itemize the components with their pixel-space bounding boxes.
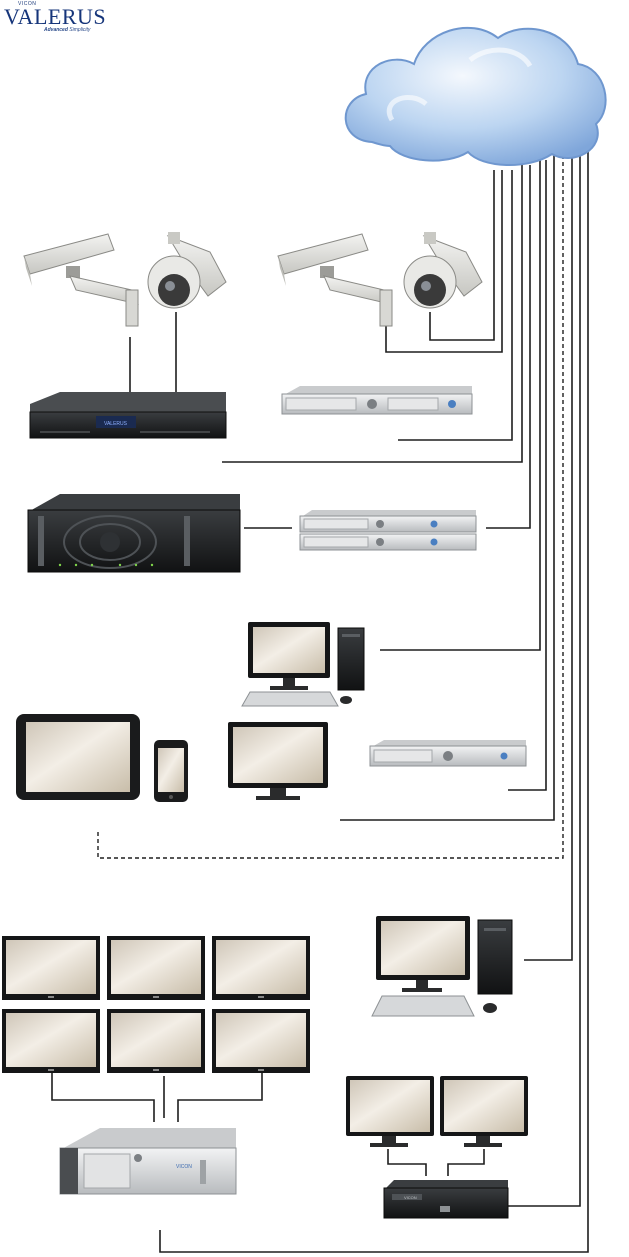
tablet-icon xyxy=(16,714,140,800)
wall-monitor-2 xyxy=(107,936,205,1000)
cloud-icon xyxy=(346,28,606,165)
wall-monitor-1 xyxy=(2,936,100,1000)
ptz-camera-2-icon xyxy=(404,232,482,308)
wall-monitor-4 xyxy=(2,1009,100,1073)
server-pair-icon xyxy=(300,510,476,550)
wall-monitor-3 xyxy=(212,936,310,1000)
link-cloud-decoder-box xyxy=(508,150,580,1206)
link-monitor-a-decoder xyxy=(388,1149,426,1176)
fixed-camera-2-icon xyxy=(278,234,392,326)
workstation-2-icon xyxy=(372,916,512,1016)
workstation-1-icon xyxy=(242,622,364,706)
client-monitor-icon xyxy=(228,722,328,800)
dual-monitor-icon xyxy=(346,1076,528,1147)
link-monitor-b-decoder xyxy=(448,1149,484,1176)
link-wall-left xyxy=(52,1073,154,1122)
video-wall-server-icon: VICON xyxy=(60,1128,236,1194)
server-mid-icon xyxy=(370,740,526,766)
decoder-box-icon: VICON xyxy=(384,1180,508,1218)
wall-monitor-6 xyxy=(212,1009,310,1073)
encoder-server-icon xyxy=(282,386,472,414)
wall-monitor-5 xyxy=(107,1009,205,1073)
link-cloud-workstation-2 xyxy=(524,150,572,960)
video-wall-icon xyxy=(2,936,310,1073)
link-cloud-nvr-small xyxy=(222,165,522,462)
smartphone-icon xyxy=(154,740,188,802)
storage-array-icon xyxy=(28,494,240,572)
link-cloud-server-pair xyxy=(486,165,530,528)
server-label: VICON xyxy=(176,1164,192,1170)
fixed-camera-1-icon xyxy=(24,234,138,326)
link-wall-right xyxy=(178,1073,262,1122)
workstation-badge: VICON xyxy=(404,1195,417,1200)
nvr-label: VALERUS xyxy=(104,421,128,427)
ptz-camera-1-icon xyxy=(148,232,226,308)
nvr-appliance-icon: VALERUS xyxy=(30,392,226,438)
